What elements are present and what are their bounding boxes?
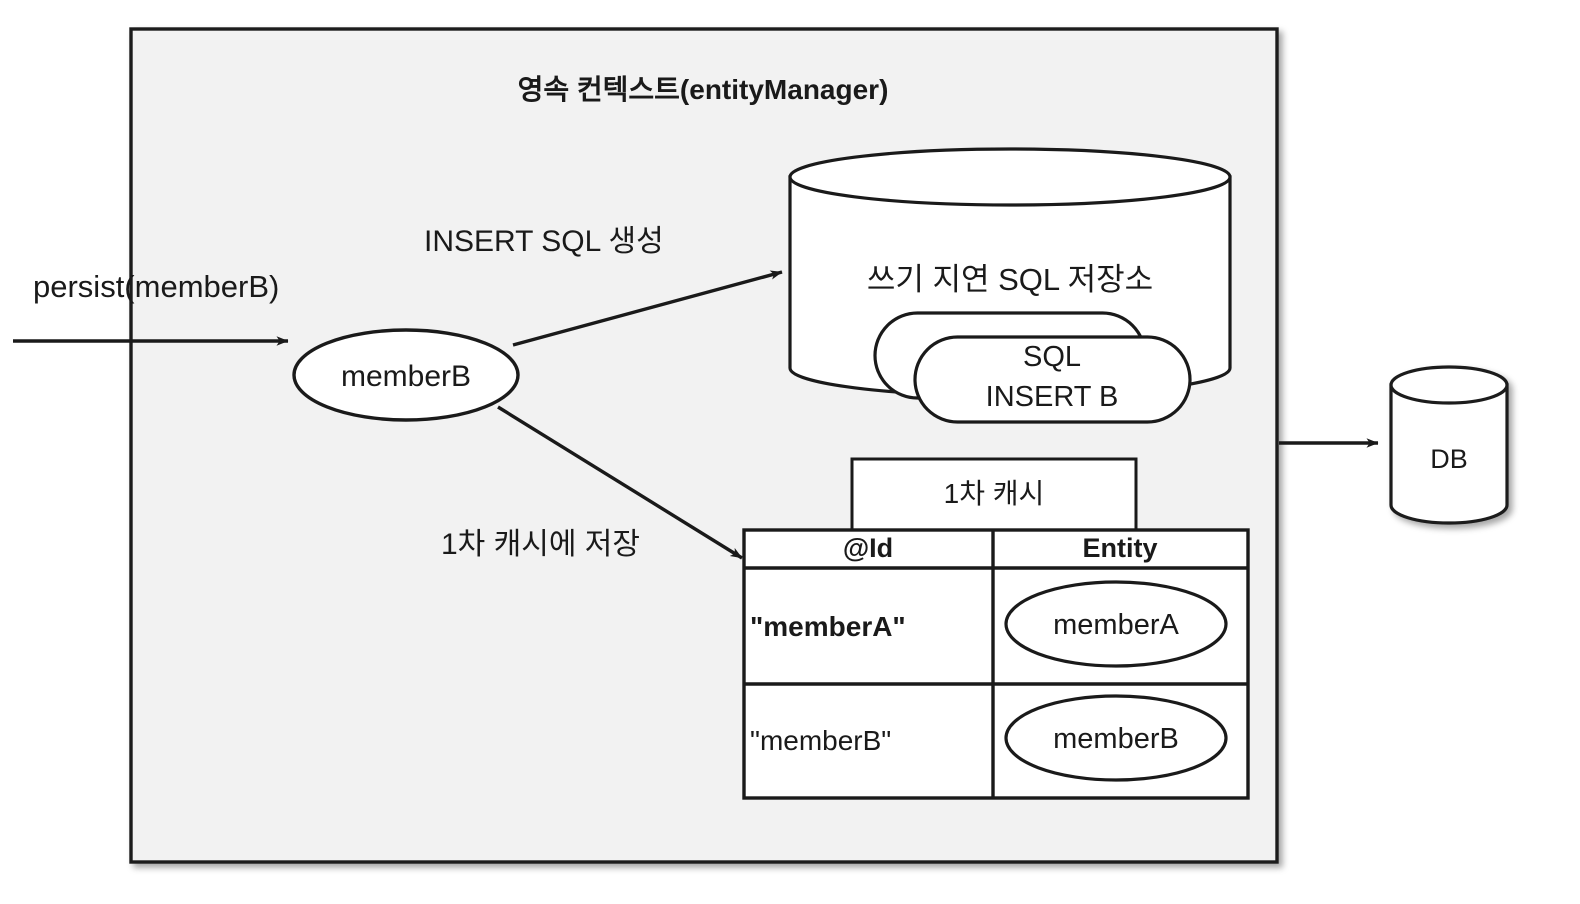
entity-node-memberb: memberB (292, 328, 520, 422)
cell-entity-memberb: memberB (1053, 723, 1179, 755)
cell-id-membera: "memberA" (750, 611, 906, 642)
table-row: "memberA" memberA (750, 580, 1228, 668)
database-label: DB (1430, 444, 1468, 474)
persist-arrow: persist(memberB) (13, 269, 289, 346)
database-cylinder: DB (1389, 365, 1509, 525)
insert-sql-edge: INSERT SQL 생성 (424, 225, 783, 347)
write-behind-sql-store: 쓰기 지연 SQL 저장소 SQL INSERT B (788, 147, 1232, 424)
entity-node-label: memberB (341, 360, 471, 393)
first-level-cache-edge-label: 1차 캐시에 저장 (441, 528, 640, 561)
sql-card-insert-b: SQL INSERT B (913, 335, 1192, 424)
cell-id-memberb: "memberB" (750, 725, 891, 756)
insert-sql-edge-label: INSERT SQL 생성 (424, 225, 664, 258)
table-row: "memberB" memberB (750, 694, 1228, 782)
cell-entity-membera: memberA (1053, 609, 1179, 641)
entity-ellipse-memberb (1004, 694, 1228, 782)
first-level-cache-table: @Id Entity "memberA" memberA "memberB" m… (742, 528, 1250, 800)
persist-call-label: persist(memberB) (33, 269, 279, 304)
column-header-entity: Entity (1082, 533, 1157, 563)
table-header-row: @Id Entity (843, 533, 1158, 563)
sql-store-title: 쓰기 지연 SQL 저장소 (867, 262, 1153, 297)
sql-card-line-1: SQL (1023, 341, 1081, 373)
column-header-id: @Id (843, 533, 893, 563)
entity-ellipse-membera (1004, 580, 1228, 668)
first-level-cache-edge: 1차 캐시에 저장 (441, 405, 743, 561)
page-title: 영속 컨텍스트(entityManager) (518, 74, 889, 105)
first-level-cache-title: 1차 캐시 (944, 478, 1045, 509)
first-level-cache-title-box: 1차 캐시 (850, 457, 1138, 532)
sql-card-line-2: INSERT B (986, 381, 1119, 413)
